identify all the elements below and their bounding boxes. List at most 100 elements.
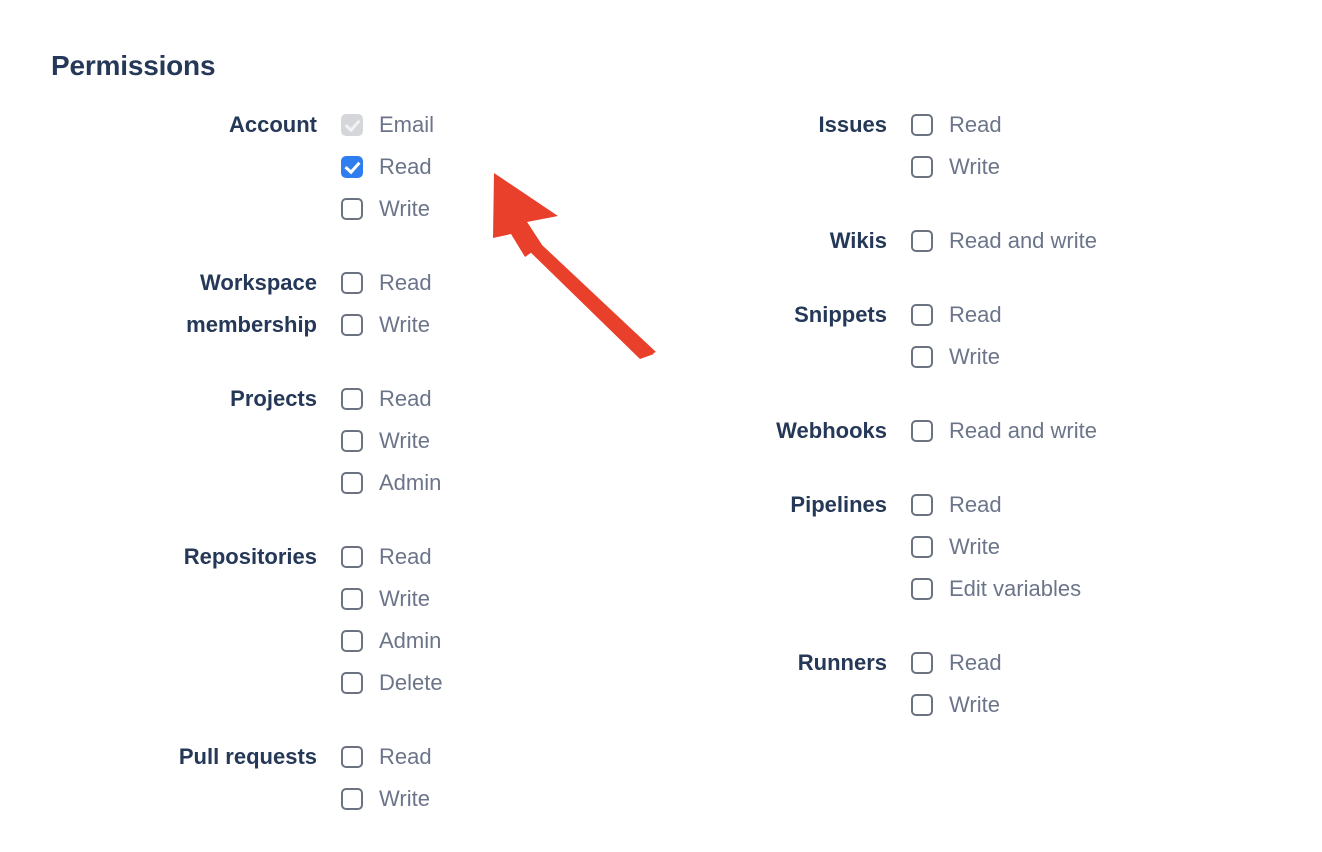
- checkbox-read-icon[interactable]: [341, 546, 363, 568]
- checkbox-write-icon[interactable]: [341, 198, 363, 220]
- permission-option-row[interactable]: Read: [341, 378, 660, 420]
- permission-option-row[interactable]: Email: [341, 104, 660, 146]
- permission-option-row[interactable]: Delete: [341, 662, 660, 704]
- permission-group-label: Projects: [230, 386, 317, 411]
- permission-option-row[interactable]: Write: [911, 146, 1320, 188]
- permission-option-row[interactable]: Write: [341, 420, 660, 462]
- permission-option-row[interactable]: Write: [341, 188, 660, 230]
- checkbox-label[interactable]: Read: [379, 270, 432, 295]
- checkbox-label[interactable]: Read and write: [949, 228, 1097, 253]
- checkbox-label[interactable]: Delete: [379, 670, 443, 695]
- permission-option-row[interactable]: Write: [341, 578, 660, 620]
- permission-group-label: Issues: [818, 112, 888, 137]
- checkbox-read-icon[interactable]: [341, 156, 363, 178]
- permission-option-row[interactable]: Read: [911, 642, 1320, 684]
- permission-option-row[interactable]: Read: [341, 262, 660, 304]
- checkbox-label[interactable]: Read and write: [949, 418, 1097, 443]
- checkbox-label[interactable]: Read: [949, 492, 1002, 517]
- checkbox-label[interactable]: Write: [379, 786, 430, 811]
- checkbox-label[interactable]: Edit variables: [949, 576, 1082, 601]
- checkbox-read-icon[interactable]: [911, 494, 933, 516]
- permission-option-row[interactable]: Write: [911, 336, 1320, 378]
- permission-option-row[interactable]: Read: [911, 484, 1320, 526]
- checkbox-label[interactable]: Read: [379, 386, 432, 411]
- checkbox-read-icon[interactable]: [911, 304, 933, 326]
- permission-group: Webhooks Read and write: [620, 410, 1320, 452]
- checkbox-label[interactable]: Write: [949, 154, 1000, 179]
- permission-option-row[interactable]: Edit variables: [911, 568, 1320, 610]
- checkbox-write-icon[interactable]: [341, 588, 363, 610]
- permission-option-row[interactable]: Read: [911, 294, 1320, 336]
- checkbox-read-icon[interactable]: [911, 652, 933, 674]
- checkbox-write-icon[interactable]: [341, 788, 363, 810]
- checkbox-label[interactable]: Write: [949, 344, 1000, 369]
- checkbox-read-icon[interactable]: [341, 272, 363, 294]
- checkbox-write-icon[interactable]: [911, 346, 933, 368]
- permission-option-row[interactable]: Read: [341, 736, 660, 778]
- checkbox-write-icon[interactable]: [341, 314, 363, 336]
- checkbox-label[interactable]: Write: [379, 196, 430, 221]
- permission-group-label: Workspace membership: [186, 270, 317, 337]
- checkbox-admin-icon[interactable]: [341, 472, 363, 494]
- checkbox-admin-icon[interactable]: [341, 630, 363, 652]
- checkbox-read-icon[interactable]: [341, 746, 363, 768]
- checkbox-label[interactable]: Read: [379, 544, 432, 569]
- permission-group-label: Runners: [797, 650, 887, 675]
- checkbox-write-icon[interactable]: [911, 694, 933, 716]
- permission-group-label: Snippets: [794, 302, 887, 327]
- checkbox-label[interactable]: Write: [379, 586, 430, 611]
- permission-option-row[interactable]: Write: [911, 684, 1320, 726]
- checkbox-read-icon[interactable]: [911, 114, 933, 136]
- checkbox-label[interactable]: Write: [949, 692, 1000, 717]
- page-title: Permissions: [51, 50, 216, 81]
- checkbox-label[interactable]: Write: [949, 534, 1000, 559]
- permission-option-row[interactable]: Read: [911, 104, 1320, 146]
- checkbox-label[interactable]: Admin: [379, 628, 442, 653]
- checkbox-label[interactable]: Admin: [379, 470, 442, 495]
- permission-option-row[interactable]: Read: [341, 146, 660, 188]
- checkbox-label[interactable]: Read: [949, 112, 1002, 137]
- permission-option-row[interactable]: Write: [341, 304, 660, 346]
- checkbox-label[interactable]: Write: [379, 312, 430, 337]
- checkbox-label[interactable]: Read: [949, 302, 1002, 327]
- permission-option-row[interactable]: Read: [341, 536, 660, 578]
- permission-option-row[interactable]: Write: [911, 526, 1320, 568]
- checkbox-write-icon[interactable]: [911, 156, 933, 178]
- checkbox-label[interactable]: Write: [379, 428, 430, 453]
- checkbox-delete-icon[interactable]: [341, 672, 363, 694]
- checkbox-email-icon: [341, 114, 363, 136]
- checkbox-read-icon[interactable]: [341, 388, 363, 410]
- permission-option-row[interactable]: Read and write: [911, 220, 1320, 262]
- checkbox-write-icon[interactable]: [911, 536, 933, 558]
- permission-option-row[interactable]: Admin: [341, 620, 660, 662]
- permission-group-label: Webhooks: [776, 418, 887, 443]
- checkbox-write-icon[interactable]: [341, 430, 363, 452]
- checkbox-read-and-write-icon[interactable]: [911, 230, 933, 252]
- permission-option-row[interactable]: Admin: [341, 462, 660, 504]
- checkbox-label[interactable]: Read: [379, 744, 432, 769]
- permission-option-row[interactable]: Read and write: [911, 410, 1320, 452]
- permission-group-label: Account: [229, 112, 317, 137]
- permission-option-row[interactable]: Write: [341, 778, 660, 820]
- checkbox-label[interactable]: Email: [379, 112, 435, 137]
- checkbox-label[interactable]: Read: [949, 650, 1002, 675]
- checkbox-read-and-write-icon[interactable]: [911, 420, 933, 442]
- checkbox-edit-variables-icon[interactable]: [911, 578, 933, 600]
- checkbox-label[interactable]: Read: [379, 154, 432, 179]
